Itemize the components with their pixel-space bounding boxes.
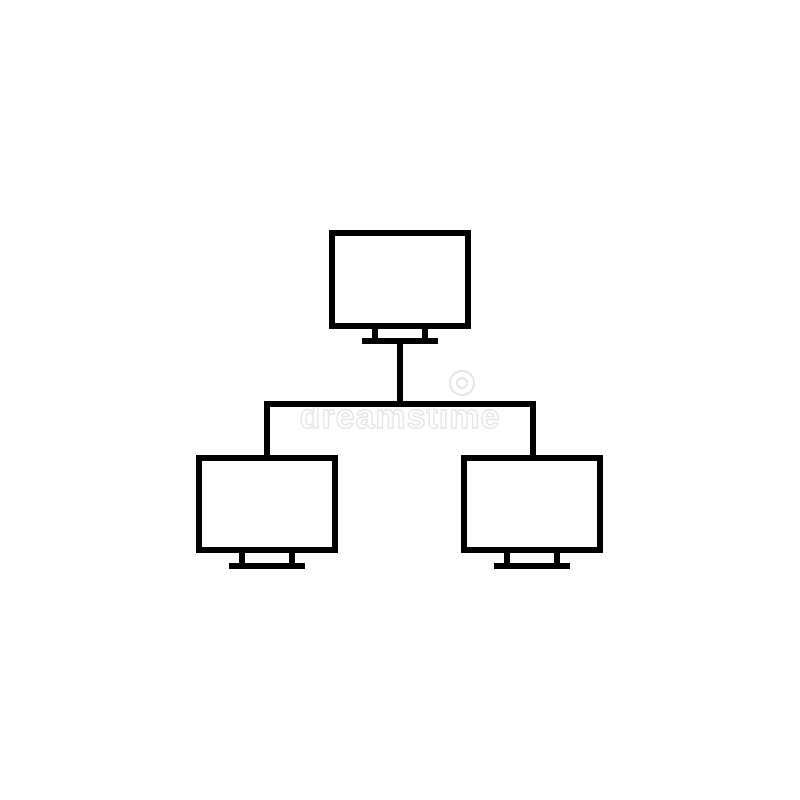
branch-connector	[264, 401, 536, 457]
left-monitor-screen	[196, 455, 338, 553]
left-monitor-icon	[196, 455, 338, 569]
network-diagram	[196, 230, 603, 569]
top-monitor-screen	[329, 230, 471, 329]
right-monitor-icon	[461, 455, 603, 569]
watermark-logo-icon	[449, 370, 475, 396]
right-monitor-screen	[461, 455, 603, 553]
watermark-logo-inner-icon	[456, 377, 468, 389]
top-monitor-icon	[329, 230, 471, 344]
